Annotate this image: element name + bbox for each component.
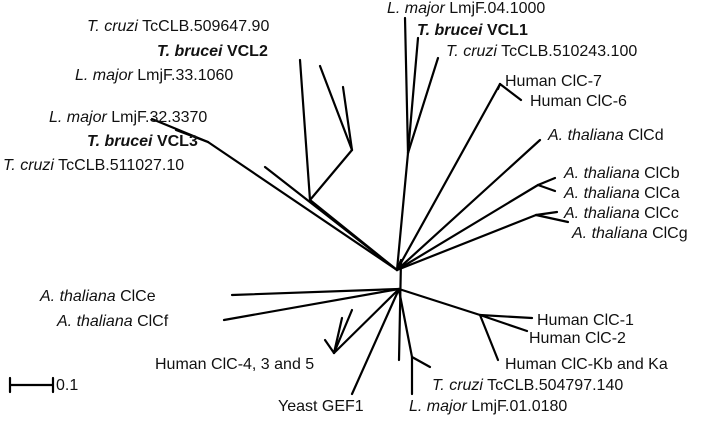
label-hs-clc6: Human ClC-6 — [530, 93, 627, 110]
label-hs-clckb: Human ClC-Kb and Ka — [505, 356, 668, 373]
branch-vcl1 — [406, 36, 420, 155]
branch-tc-511027 — [263, 165, 399, 272]
label-hs-clc2: Human ClC-2 — [529, 330, 626, 347]
branch-hs-clc435-c — [332, 308, 354, 355]
label-at-clcc: A. thaliana ClCc — [563, 205, 679, 222]
branch-hs-clc67-clade — [395, 82, 502, 272]
central-branch — [395, 258, 403, 362]
label-yeast-gef1: Yeast GEF1 — [278, 398, 364, 415]
scale-bar-line — [8, 376, 55, 394]
branch-at-clcd — [395, 138, 542, 272]
branch-hs-clc435-a — [323, 338, 336, 355]
label-tc-509647: T. cruzi TcCLB.509647.90 — [87, 18, 269, 35]
branch-vcl3-clade — [206, 140, 399, 272]
label-tb-vcl2: T. brucei VCL2 — [157, 43, 268, 60]
label-lm-32-3370: L. major LmjF.32.3370 — [49, 109, 207, 126]
branch-tc-lm-pair — [397, 288, 414, 359]
branch-at-clca — [536, 183, 557, 193]
branch-hs-clc2 — [478, 313, 529, 333]
tree-branches — [150, 16, 570, 396]
scale-bar-label: 0.1 — [56, 377, 78, 394]
label-at-clce: A. thaliana ClCe — [39, 288, 156, 305]
label-hs-clc7: Human ClC-7 — [505, 73, 602, 90]
label-at-clcg: A. thaliana ClCg — [571, 225, 688, 242]
label-lm-33-1060: L. major LmjF.33.1060 — [75, 67, 233, 84]
leaf-labels: T. cruzi TcCLB.509647.90 T. brucei VCL2 … — [3, 0, 688, 415]
branch-at-clce — [230, 287, 401, 297]
branch-vcl1-clade — [395, 151, 410, 272]
branch-hs-clck — [478, 313, 500, 362]
branch-at-clccg-clade — [395, 213, 538, 272]
branch-hs-clc12-clade — [397, 287, 482, 317]
branch-vcl2 — [318, 64, 354, 152]
label-at-clcb: A. thaliana ClCb — [563, 165, 680, 182]
branch-lm-04-1000 — [403, 16, 410, 155]
label-tb-vcl1: T. brucei VCL1 — [417, 22, 528, 39]
label-hs-clc1: Human ClC-1 — [537, 312, 634, 329]
label-hs-clc435: Human ClC-4, 3 and 5 — [155, 356, 314, 373]
branch-tc-510243 — [406, 56, 440, 155]
branch-vcl3 — [174, 128, 210, 144]
branch-at-clcf — [222, 287, 401, 322]
branch-at-clcc — [534, 210, 559, 217]
label-at-clcf: A. thaliana ClCf — [56, 313, 169, 330]
label-lm-04-1000: L. major LmjF.04.1000 — [387, 0, 545, 17]
branch-hs-clc1 — [478, 313, 534, 320]
branch-tc-504797 — [410, 355, 432, 369]
branch-at-clcg — [534, 213, 570, 224]
branch-yeast-gef1 — [350, 287, 401, 396]
label-tb-vcl3: T. brucei VCL3 — [87, 133, 198, 150]
label-lm-01-0180: L. major LmjF.01.0180 — [409, 398, 567, 415]
label-at-clca: A. thaliana ClCa — [563, 185, 680, 202]
branch-lm-33-1060 — [341, 85, 354, 152]
branch-at-clcb — [536, 176, 557, 187]
branch-hs-clc435-clade — [332, 287, 401, 355]
label-at-clcd: A. thaliana ClCd — [547, 127, 664, 144]
label-tc-510243: T. cruzi TcCLB.510243.100 — [446, 43, 637, 60]
branch-at-clcab-clade — [395, 183, 540, 272]
scale-bar: 0.1 — [8, 376, 78, 394]
label-tc-504797: T. cruzi TcCLB.504797.140 — [432, 377, 623, 394]
branch-hs-clc6 — [498, 82, 523, 102]
label-tc-511027: T. cruzi TcCLB.511027.10 — [3, 157, 184, 174]
branch-vcl2-subclade — [308, 148, 354, 202]
branch-tc-509647 — [298, 58, 312, 202]
